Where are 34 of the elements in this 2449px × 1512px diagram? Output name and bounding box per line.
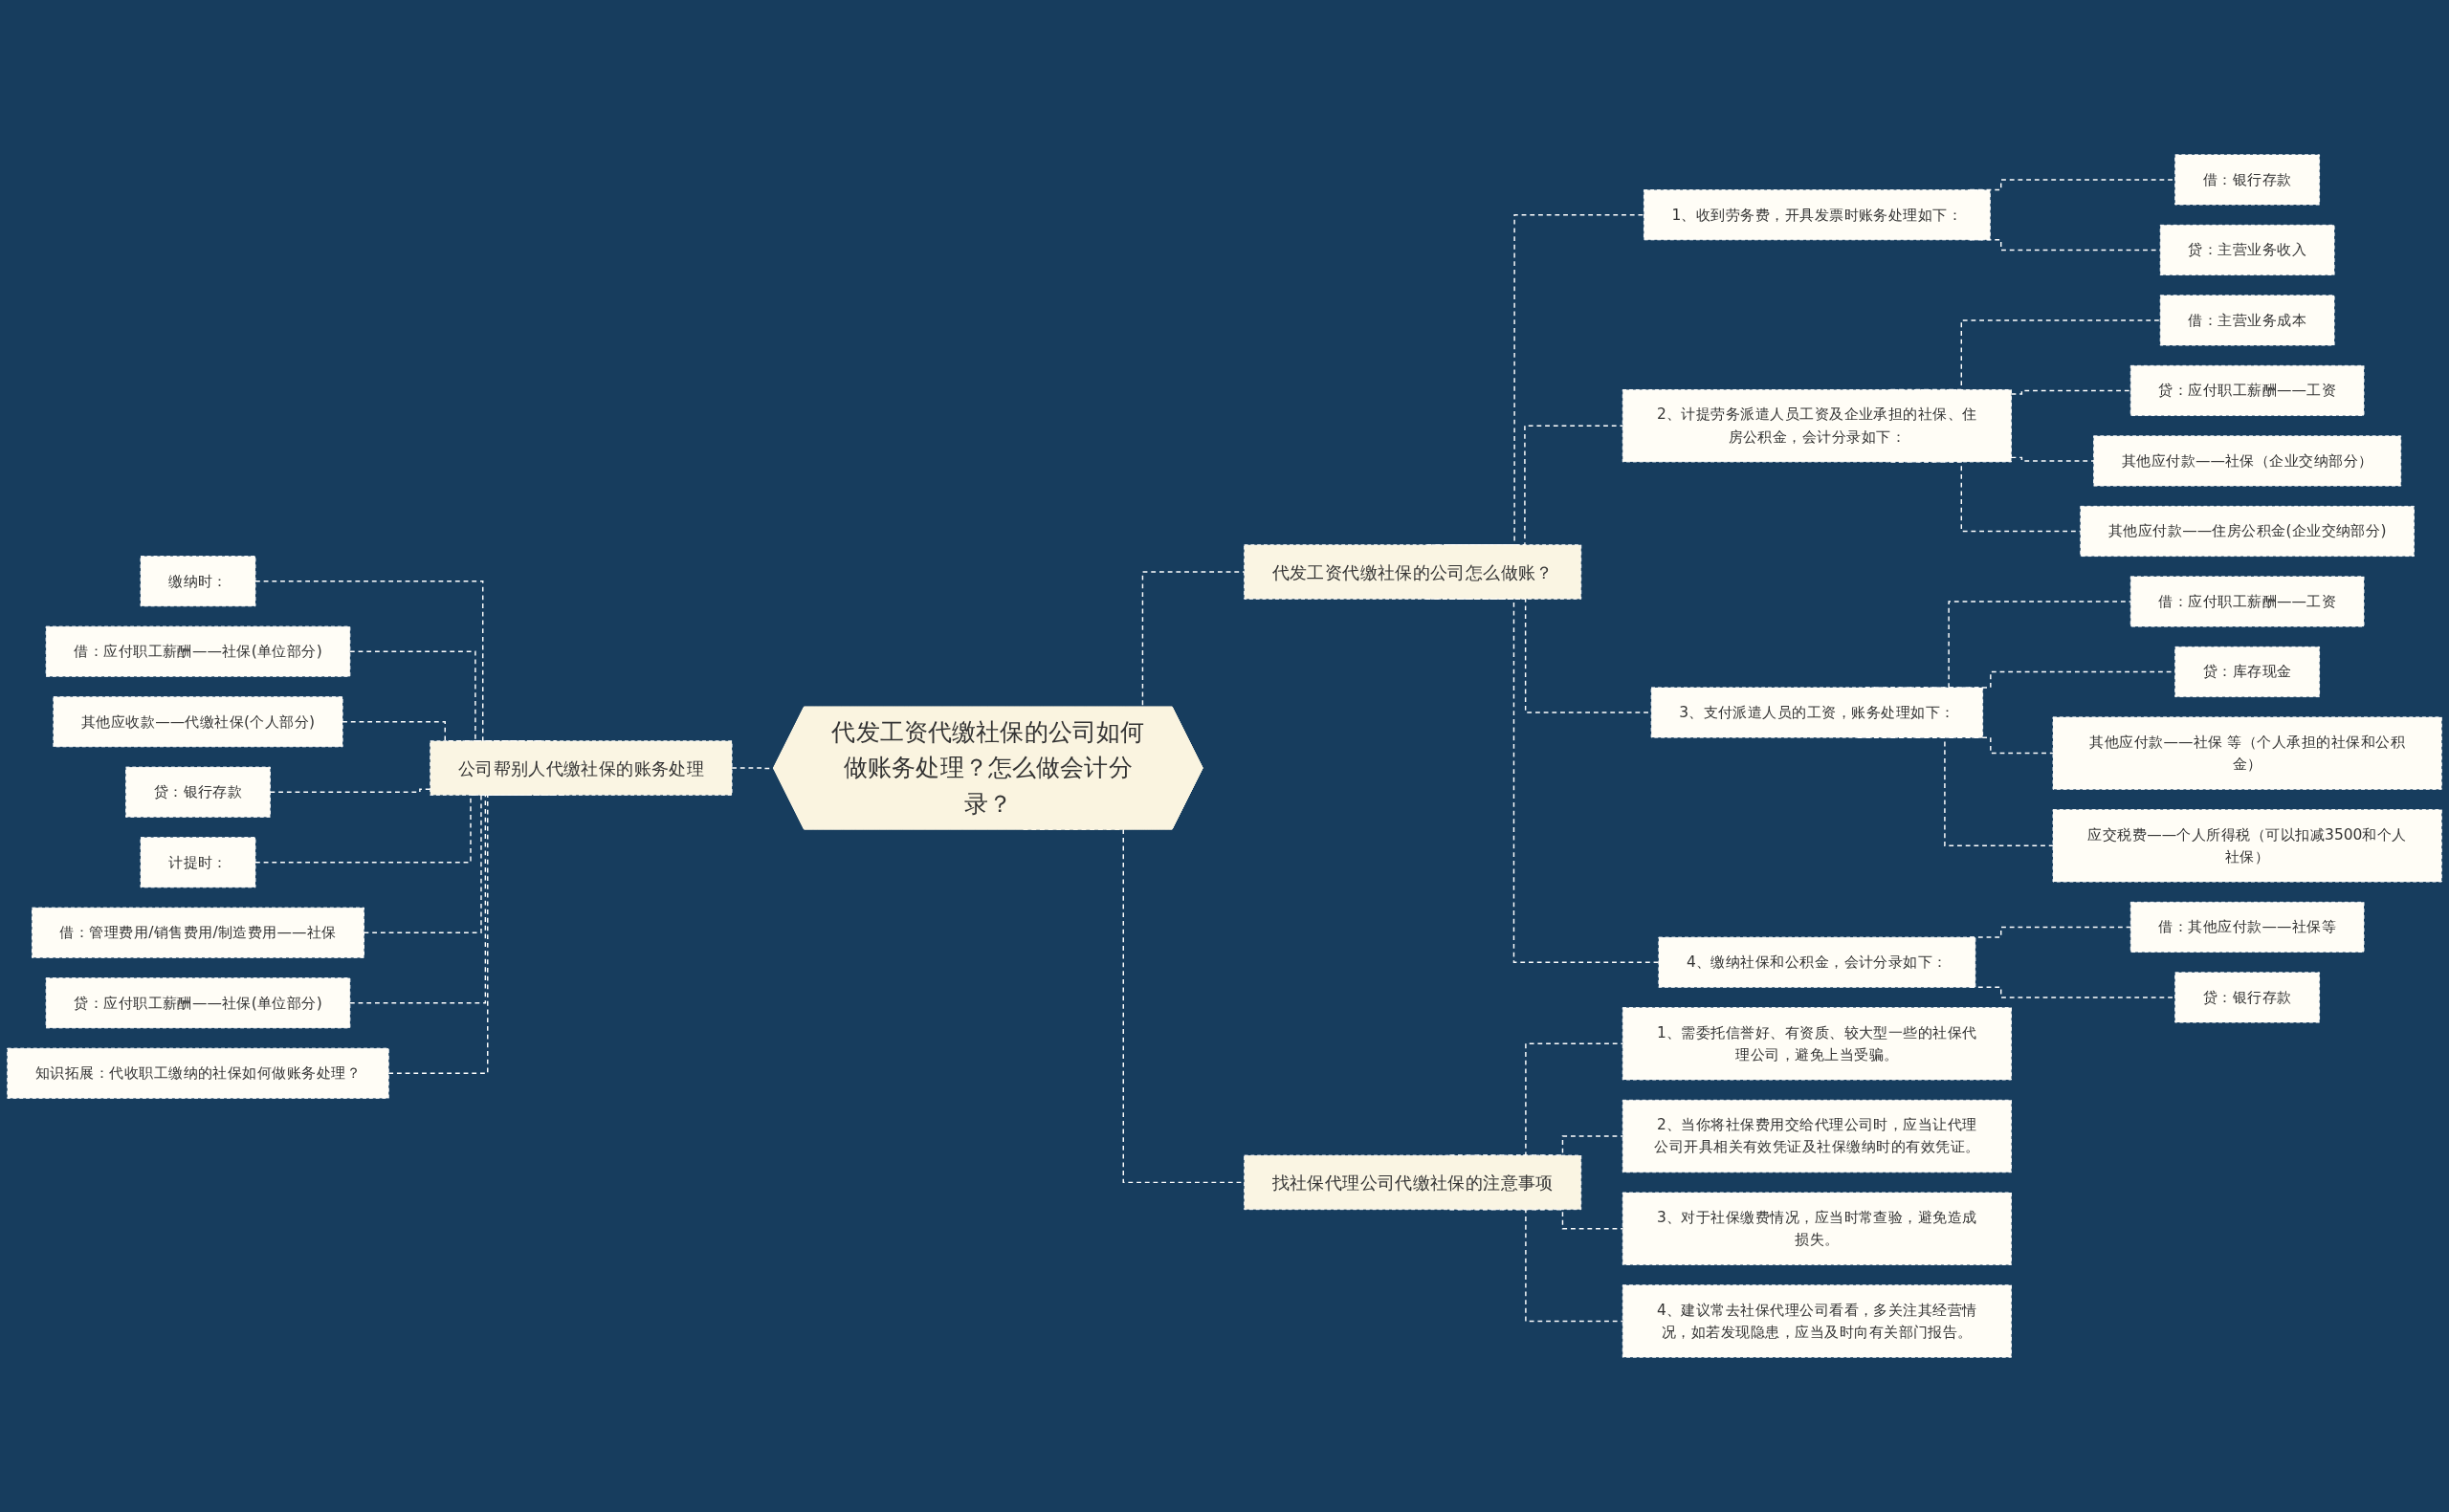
node-box bbox=[1643, 189, 1991, 241]
node-box bbox=[2052, 716, 2442, 790]
node-box bbox=[32, 907, 364, 958]
node-box bbox=[2093, 435, 2402, 487]
node-box bbox=[125, 766, 271, 818]
node-box bbox=[7, 1047, 389, 1099]
node-box bbox=[2174, 646, 2321, 698]
node-box bbox=[1622, 1192, 2012, 1265]
node-box bbox=[2174, 154, 2321, 206]
node-box bbox=[430, 740, 733, 796]
node-box bbox=[2129, 576, 2365, 627]
node-box bbox=[1244, 1154, 1582, 1211]
connector bbox=[2010, 389, 2131, 395]
connector bbox=[269, 788, 431, 793]
node-box bbox=[2159, 224, 2335, 276]
connector bbox=[2010, 456, 2095, 462]
node-box bbox=[45, 977, 351, 1029]
node-box bbox=[140, 837, 256, 888]
node-box bbox=[140, 556, 256, 607]
node-box bbox=[1658, 936, 1976, 988]
node-box bbox=[1622, 389, 2012, 463]
node-box bbox=[2129, 901, 2365, 953]
node-box bbox=[1622, 1284, 2012, 1358]
node-box bbox=[2129, 364, 2365, 417]
node-box bbox=[2052, 809, 2442, 883]
node-box bbox=[1622, 1007, 2012, 1081]
node-box bbox=[1650, 687, 1984, 738]
node-box bbox=[53, 696, 343, 748]
node-box bbox=[1244, 544, 1582, 600]
node-box bbox=[1622, 1099, 2012, 1173]
node-box bbox=[2174, 972, 2321, 1023]
node-box bbox=[2080, 505, 2415, 558]
node-box bbox=[2159, 295, 2335, 346]
node-box bbox=[45, 625, 351, 677]
